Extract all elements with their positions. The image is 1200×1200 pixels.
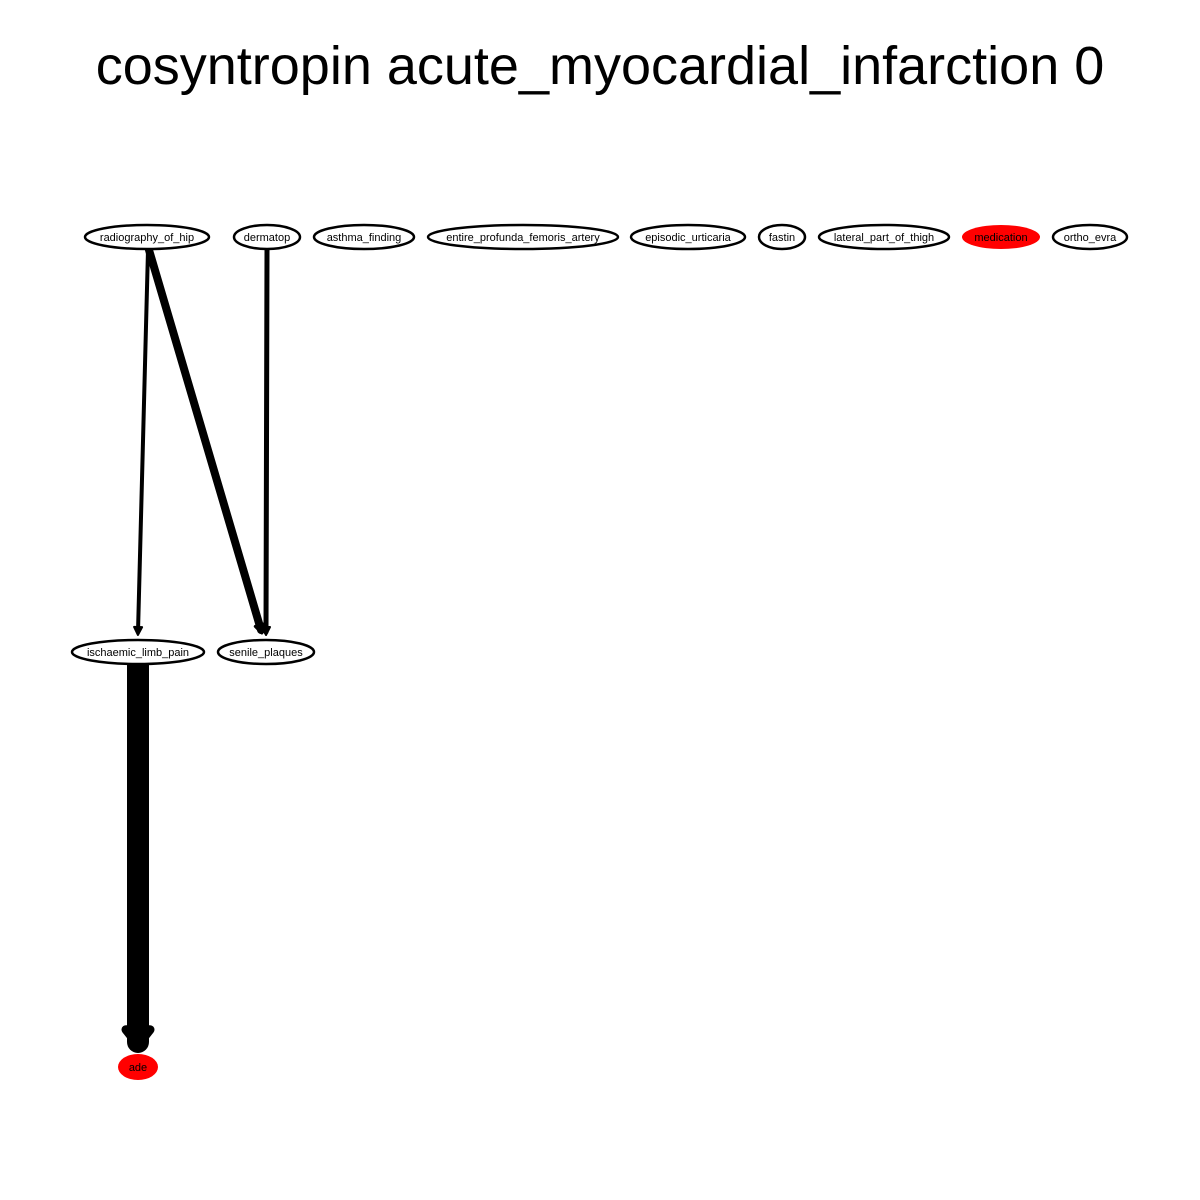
node-label: dermatop — [244, 232, 290, 244]
node-shape — [216, 638, 316, 666]
node-ortho_evra: ortho_evra — [1051, 223, 1129, 251]
node-label: entire_profunda_femoris_artery — [446, 232, 600, 244]
edge-radiography_of_hip-to-ischaemic_limb_pain — [133, 248, 150, 636]
node-shape — [817, 223, 951, 251]
node-label: radiography_of_hip — [100, 232, 194, 244]
node-label: asthma_finding — [327, 232, 402, 244]
graph-title: cosyntropin acute_myocardial_infarction … — [96, 36, 1105, 96]
node-lateral_part_of_thigh: lateral_part_of_thigh — [817, 223, 951, 251]
node-shape — [83, 223, 211, 251]
node-label: ade — [129, 1062, 147, 1074]
node-ischaemic_limb_pain: ischaemic_limb_pain — [70, 638, 206, 666]
node-label: episodic_urticaria — [645, 232, 731, 244]
node-label: ischaemic_limb_pain — [87, 647, 189, 659]
node-senile_plaques: senile_plaques — [216, 638, 316, 666]
node-shape — [312, 223, 416, 251]
node-label: lateral_part_of_thigh — [834, 232, 934, 244]
edge-line — [145, 246, 265, 634]
edges-layer — [121, 246, 271, 1053]
edge-line — [136, 248, 150, 634]
node-shape — [70, 638, 206, 666]
node-label: fastin — [769, 232, 795, 244]
edge-radiography_of_hip-to-senile_plaques — [145, 246, 266, 635]
node-fastin: fastin — [757, 223, 807, 251]
edge-ischaemic_limb_pain-to-ade — [121, 653, 155, 1053]
node-entire_profunda_femoris_artery: entire_profunda_femoris_artery — [426, 223, 620, 251]
node-dermatop: dermatop — [232, 223, 302, 251]
node-shape — [757, 223, 807, 251]
edge-dermatop-to-senile_plaques — [261, 247, 271, 636]
node-shape — [426, 223, 620, 251]
node-shape — [232, 223, 302, 251]
edge-arrowhead — [261, 626, 271, 636]
node-asthma_finding: asthma_finding — [312, 223, 416, 251]
edge-arrowhead — [133, 625, 144, 636]
node-shape — [629, 223, 747, 251]
edge-line — [263, 247, 270, 635]
node-label: ortho_evra — [1064, 232, 1117, 244]
node-medication: medication — [962, 225, 1040, 249]
node-ade: ade — [118, 1054, 158, 1080]
node-label: senile_plaques — [229, 647, 303, 659]
node-shape — [962, 225, 1040, 249]
node-shape — [118, 1054, 158, 1080]
edge-arrowhead — [121, 1025, 155, 1050]
node-shape — [1051, 223, 1129, 251]
nodes-layer: radiography_of_hip dermatop asthma_finding… — [70, 223, 1129, 1080]
node-episodic_urticaria: episodic_urticaria — [629, 223, 747, 251]
node-radiography_of_hip: radiography_of_hip — [83, 223, 211, 251]
node-label: medication — [974, 232, 1027, 244]
